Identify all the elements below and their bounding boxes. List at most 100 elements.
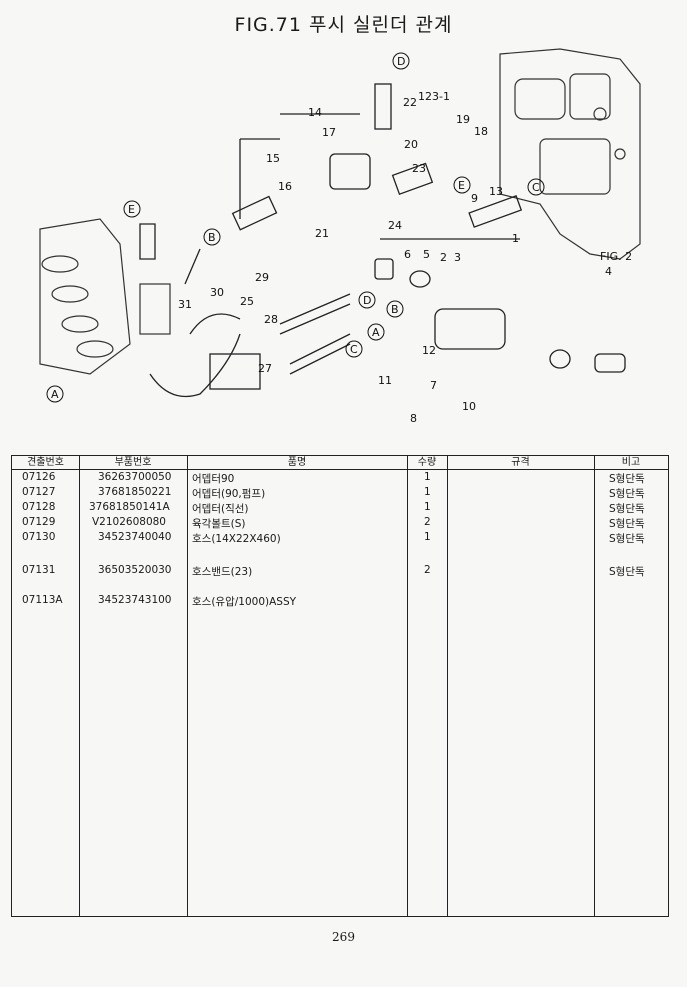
callout-27: 27 (258, 362, 272, 375)
callout-18: 18 (474, 125, 488, 138)
table-row: 07113A 34523743100 호스(유압/1000)ASSY (12, 594, 668, 608)
cell-ref: 07113A (22, 594, 63, 606)
cell-qty: 2 (424, 564, 431, 576)
callout-13: 13 (489, 185, 503, 198)
callout-24: 24 (388, 219, 402, 232)
engine-block-outline (499, 48, 641, 260)
callout-14: 14 (308, 106, 322, 119)
header-part-no: 부품번호 (114, 457, 152, 468)
ref-letter-b-2: B (391, 303, 399, 316)
callout-4: 4 (605, 265, 612, 278)
callout-21: 21 (315, 227, 329, 240)
header-name: 품명 (287, 457, 307, 468)
ref-letter-c: C (532, 181, 540, 194)
cell-name: 호스밴드(23) (192, 566, 253, 578)
cell-name: 호스(14X22X460) (192, 533, 281, 545)
cell-note: S형단독 (609, 566, 645, 578)
callout-15: 15 (266, 152, 280, 165)
parts-table: 견출번호 부품번호 품명 수량 규격 비고 07126 36263700050 … (11, 455, 669, 917)
cell-ref: 07130 (22, 531, 56, 543)
col-divider (187, 456, 188, 916)
page-number: 269 (332, 930, 355, 944)
cell-name: 어뎁터(직선) (192, 503, 249, 515)
table-row: 07127 37681850221 어뎁터(90,펌프) 1 S형단독 (12, 486, 668, 500)
callout-5: 5 (423, 248, 430, 261)
cell-name: 어뎁터90 (192, 473, 235, 485)
callout-31: 31 (178, 298, 192, 311)
ref-letter-d: D (397, 55, 405, 68)
cell-part-no: 37681850141A (89, 501, 170, 513)
col-divider (79, 456, 80, 916)
control-valve-outline (39, 218, 171, 375)
callout-20: 20 (404, 138, 418, 151)
table-row: 07129 V2102608080 육각볼트(S) 2 S형단독 (12, 516, 668, 530)
cell-note: S형단독 (609, 518, 645, 530)
callout-1: 1 (512, 232, 519, 245)
callout-8: 8 (410, 412, 417, 425)
cell-qty: 1 (424, 501, 431, 513)
parts-diagram: 1 2 3 4 5 6 7 8 9 10 11 12 13 14 15 16 1… (39, 48, 641, 425)
callout-11: 11 (378, 374, 392, 387)
cell-qty: 1 (424, 531, 431, 543)
col-divider (594, 456, 595, 916)
cell-ref: 07126 (22, 471, 56, 483)
ref-letter-b: B (208, 231, 216, 244)
header-qty: 수량 (417, 457, 437, 468)
cell-part-no: V2102608080 (92, 516, 166, 528)
callout-10: 10 (462, 400, 476, 413)
cell-part-no: 36503520030 (98, 564, 172, 576)
callout-2: 2 (440, 251, 447, 264)
table-row: 07131 36503520030 호스밴드(23) 2 S형단독 (12, 564, 668, 578)
cell-part-no: 37681850221 (98, 486, 172, 498)
table-row: 07130 34523740040 호스(14X22X460) 1 S형단독 (12, 531, 668, 545)
ref-letter-d-2: D (363, 294, 371, 307)
callout-6: 6 (404, 248, 411, 261)
hose-assembly (139, 83, 626, 398)
cell-ref: 07128 (22, 501, 56, 513)
callout-labels: 1 2 3 4 5 6 7 8 9 10 11 12 13 14 15 16 1… (178, 90, 632, 425)
callout-7: 7 (430, 379, 437, 392)
ref-letter-c-2: C (350, 343, 358, 356)
cell-name: 육각볼트(S) (192, 518, 246, 530)
cell-note: S형단독 (609, 488, 645, 500)
callout-22: 22 (403, 96, 417, 109)
ref-letter-a-2: A (372, 326, 380, 339)
cell-qty: 1 (424, 471, 431, 483)
callout-12: 12 (422, 344, 436, 357)
cell-part-no: 34523740040 (98, 531, 172, 543)
cell-ref: 07129 (22, 516, 56, 528)
cell-qty: 2 (424, 516, 431, 528)
header-ref: 견출번호 (27, 457, 64, 468)
table-header: 견출번호 부품번호 품명 수량 규격 비고 (12, 456, 668, 470)
cell-note: S형단독 (609, 533, 645, 545)
callout-19: 19 (456, 113, 470, 126)
cell-name: 호스(유압/1000)ASSY (192, 596, 297, 608)
table-row: 07126 36263700050 어뎁터90 1 S형단독 (12, 471, 668, 485)
callout-30: 30 (210, 286, 224, 299)
cell-qty: 1 (424, 486, 431, 498)
col-divider (407, 456, 408, 916)
ref-letter-labels: A E B D E C D B A C (51, 55, 540, 401)
cell-note: S형단독 (609, 503, 645, 515)
callout-9: 9 (471, 192, 478, 205)
fig-ref-label: FIG. 2 (600, 250, 632, 263)
callout-17: 17 (322, 126, 336, 139)
ref-letter-e: E (128, 203, 135, 216)
cell-ref: 07127 (22, 486, 56, 498)
callout-3: 3 (454, 251, 461, 264)
col-divider (447, 456, 448, 916)
header-note: 비고 (621, 457, 641, 468)
ref-letter-a: A (51, 388, 59, 401)
callout-25: 25 (240, 295, 254, 308)
ref-letter-markers (46, 52, 545, 403)
callout-28: 28 (264, 313, 278, 326)
page-title: FIG.71 푸시 실린더 관계 (234, 14, 453, 36)
callout-23: 23 (412, 162, 426, 175)
callout-16: 16 (278, 180, 292, 193)
table-row: 07128 37681850141A 어뎁터(직선) 1 S형단독 (12, 501, 668, 515)
cell-part-no: 36263700050 (98, 471, 172, 483)
callout-29: 29 (255, 271, 269, 284)
cell-ref: 07131 (22, 564, 56, 576)
ref-letter-e-2: E (458, 179, 465, 192)
header-spec: 규격 (511, 457, 530, 468)
